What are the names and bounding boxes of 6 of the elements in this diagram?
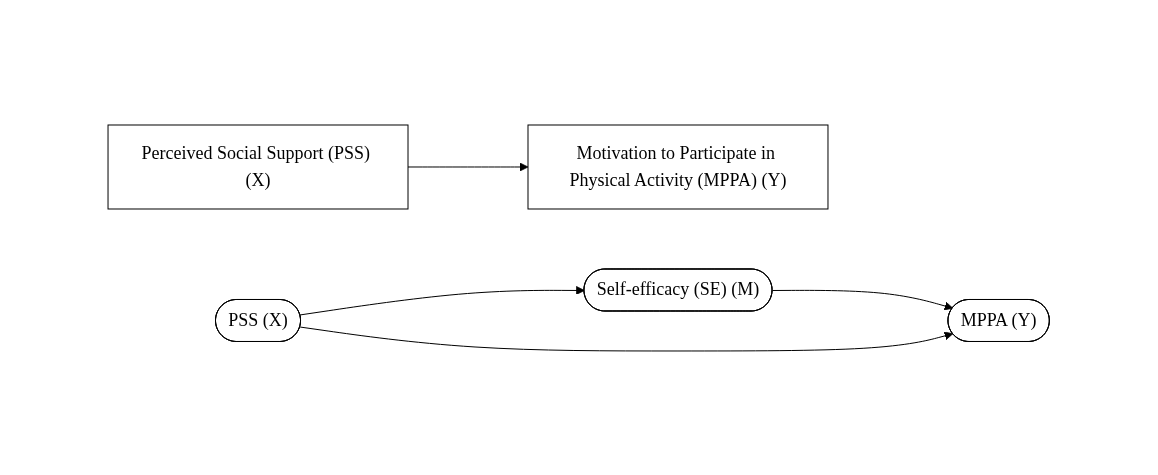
- arrow: [299, 326, 954, 351]
- node-box: Motivation to Participate in Physical Activity (MPPA) (Y): [527, 124, 829, 209]
- arrow: [772, 289, 954, 310]
- node-box: Perceived Social Support (PSS) (X): [107, 124, 409, 209]
- arrow: [407, 162, 529, 171]
- arrow: [299, 285, 586, 315]
